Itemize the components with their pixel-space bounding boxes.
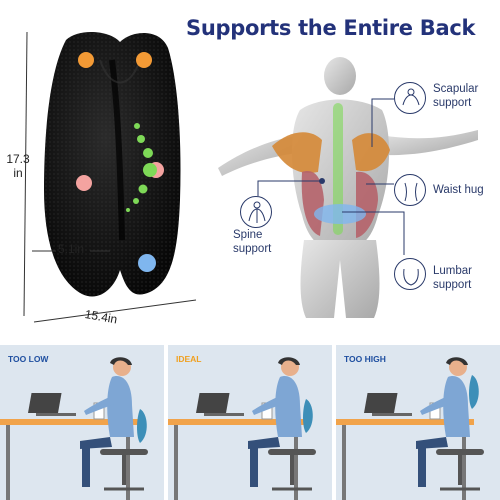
scapular-line1: Scapular — [433, 83, 479, 95]
lumbar-line1: Lumbar — [433, 265, 472, 277]
height-label: 17.3 in — [6, 152, 30, 181]
dot-orange-right — [136, 52, 152, 68]
scapular-support-label: Scapular support — [433, 82, 478, 111]
width-dimension-line — [33, 299, 197, 323]
too-low-scene — [0, 357, 148, 500]
waist-muscle — [301, 171, 324, 236]
depth-label: 5.1in — [58, 242, 85, 256]
height-unit: in — [13, 165, 23, 180]
lumbar-glow — [314, 204, 366, 224]
ideal-scene — [168, 357, 316, 500]
spine-line1: Spine — [233, 229, 263, 241]
hips-icon — [394, 258, 426, 290]
torso-icon — [394, 174, 426, 206]
spine-support-label: Spine support — [233, 228, 271, 257]
panel-label: IDEAL — [176, 354, 202, 364]
panel-label: TOO LOW — [8, 354, 49, 364]
lumbar-line2: support — [433, 279, 472, 292]
dot-blue — [138, 254, 156, 272]
back-torso-icon — [240, 196, 272, 228]
dot-pink-left — [76, 175, 92, 191]
panel-too-low: TOO LOW — [0, 345, 164, 500]
too-high-scene — [336, 357, 484, 500]
waist-hug-label: Waist hug — [433, 184, 484, 196]
shoulders-icon — [394, 82, 426, 114]
lumbar-support-label: Lumbar support — [433, 264, 472, 293]
panel-label: TOO HIGH — [344, 354, 386, 364]
scapular-line2: support — [433, 97, 472, 110]
page-title: Supports the Entire Back — [186, 16, 476, 40]
height-value: 17.3 — [6, 152, 30, 166]
spine-line2: support — [233, 243, 272, 256]
scapular-muscle — [272, 132, 322, 173]
panel-ideal: IDEAL — [168, 345, 332, 500]
dot-orange-left — [78, 52, 94, 68]
height-dimension-line — [23, 31, 28, 317]
panel-too-high: TOO HIGH — [336, 345, 500, 500]
